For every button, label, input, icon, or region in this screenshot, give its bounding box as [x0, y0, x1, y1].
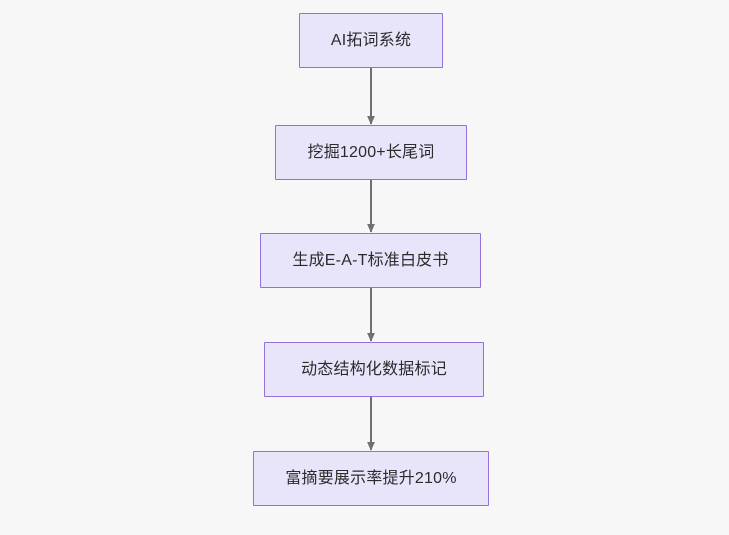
flowchart-node-mine-longtail-keywords[interactable]: 挖掘1200+长尾词 — [275, 125, 467, 180]
node-label: AI拓词系统 — [330, 31, 412, 49]
flowchart-node-ai-keyword-system[interactable]: AI拓词系统 — [299, 13, 443, 68]
flowchart-node-generate-eat-whitepaper[interactable]: 生成E-A-T标准白皮书 — [260, 233, 481, 288]
flowchart-node-dynamic-structured-data-markup[interactable]: 动态结构化数据标记 — [264, 342, 484, 397]
node-label: 动态结构化数据标记 — [301, 360, 447, 378]
node-label: 挖掘1200+长尾词 — [307, 143, 435, 161]
node-label: 富摘要展示率提升210% — [285, 469, 457, 487]
node-label: 生成E-A-T标准白皮书 — [292, 251, 449, 269]
flowchart-node-rich-snippet-impression-lift[interactable]: 富摘要展示率提升210% — [253, 451, 489, 506]
